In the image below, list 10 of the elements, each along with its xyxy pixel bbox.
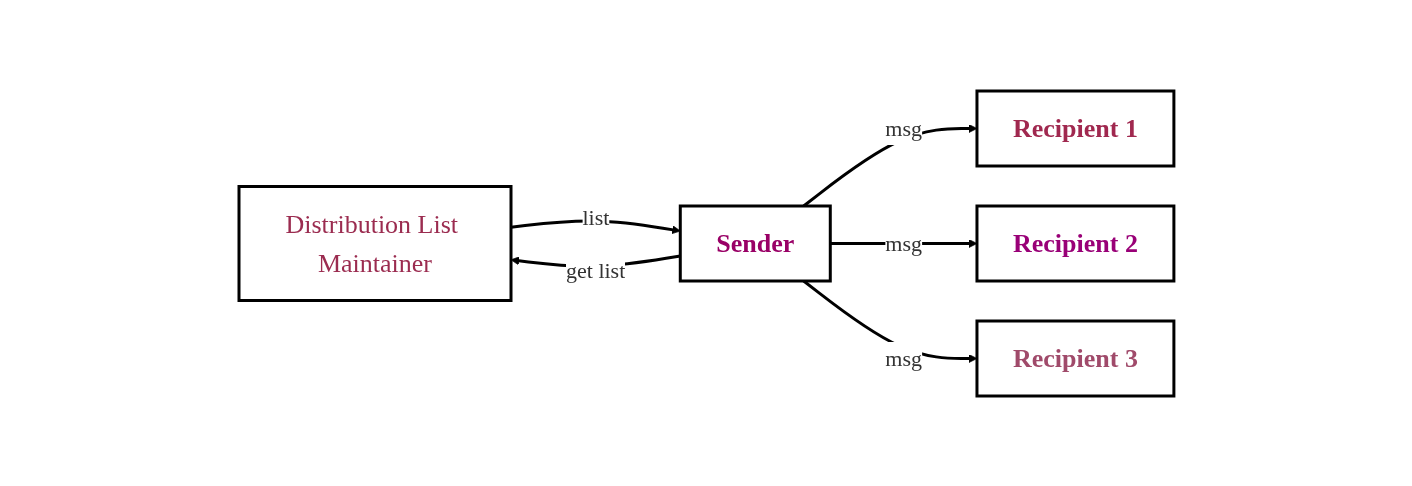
edge-label: msg (884, 345, 922, 371)
node-box: Recipient 3 (975, 319, 1175, 397)
edge-label: msg (884, 115, 922, 141)
node-box: Recipient 1 (975, 89, 1175, 167)
edge-label: list (582, 204, 609, 230)
node-box: Sender (678, 204, 832, 282)
edge-label: get list (565, 257, 625, 282)
node-box: Recipient 2 (975, 204, 1175, 282)
node-box: Distribution List Maintainer (237, 184, 513, 302)
edge-label: msg (884, 230, 922, 256)
